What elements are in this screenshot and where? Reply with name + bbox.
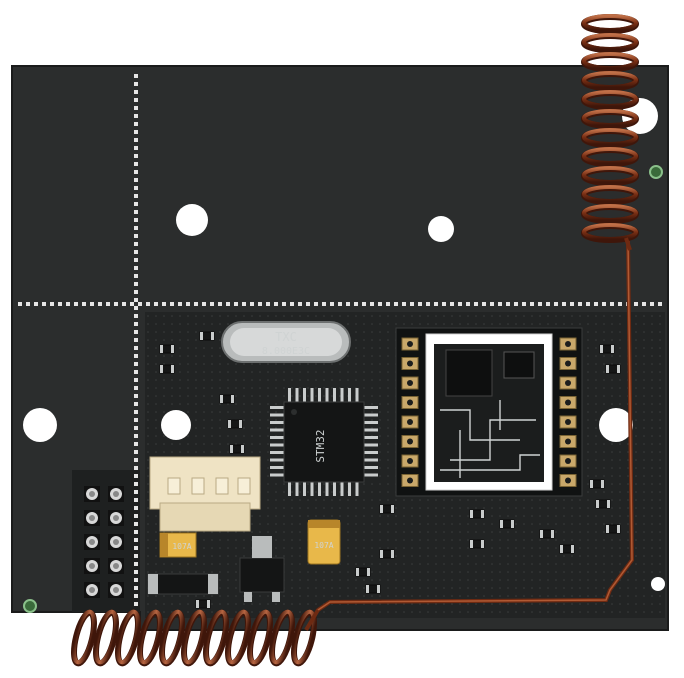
pin-header (84, 486, 124, 598)
coil-antenna-vertical (581, 14, 639, 251)
antenna-wire (316, 238, 635, 612)
smd-components (159, 331, 621, 609)
voltage-regulator (239, 536, 285, 602)
chip-label: STM32 (314, 429, 327, 462)
diode (147, 573, 219, 595)
mounting-holes (23, 98, 665, 613)
coil-antenna-horizontal (71, 608, 320, 667)
tantalum-capacitor-2: 107A (307, 519, 341, 565)
crystal-label-bottom: 8.000E3C (262, 346, 310, 357)
crystal-label-top: TXC (275, 330, 297, 344)
crystal-oscillator: TXC 8.000E3C (221, 321, 351, 363)
wire-connector (149, 456, 261, 532)
tantalum-capacitor: 107A (159, 532, 197, 558)
capacitor-label: 107A (172, 542, 191, 551)
silkscreen-dotted-lines (18, 74, 662, 606)
capacitor-label-2: 107A (314, 541, 333, 550)
radio-module (395, 327, 583, 497)
microcontroller-chip: STM32 (270, 388, 378, 496)
